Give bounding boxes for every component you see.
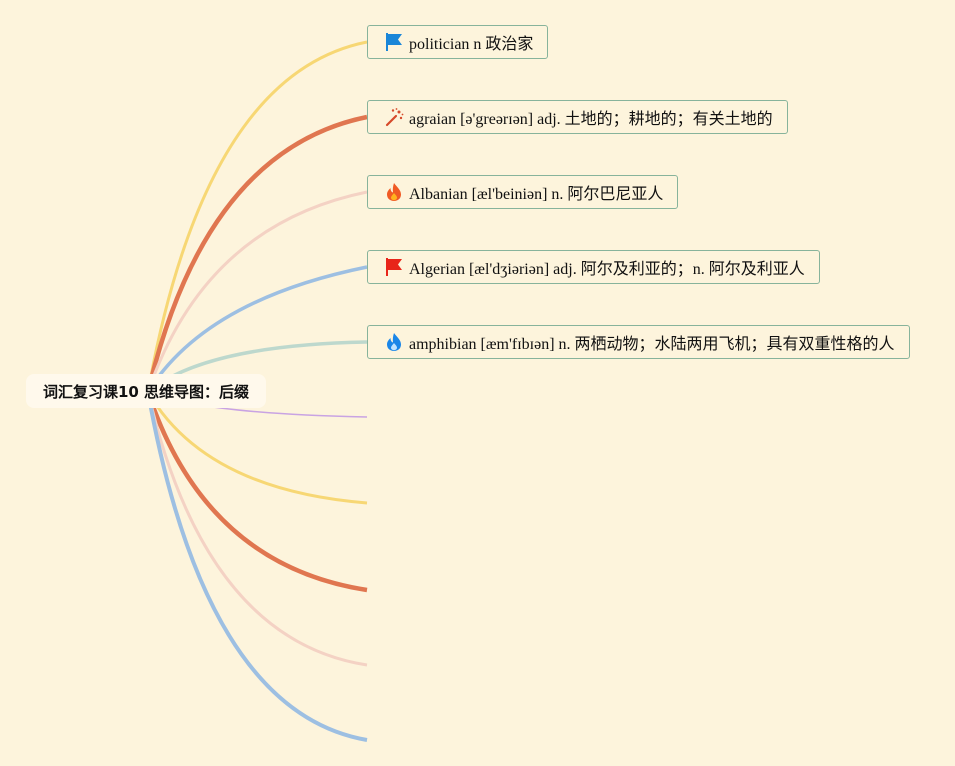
blue-fire-icon <box>387 333 401 351</box>
fire-icon <box>387 183 401 201</box>
red-flag-icon <box>386 258 402 276</box>
branch-line-algerian <box>146 265 368 393</box>
branch-line-empty-2 <box>146 391 368 505</box>
topic-algerian-text: Algerian [æl'dʒiəriən] adj. 阿尔及利亚的；n. 阿尔… <box>409 261 805 278</box>
root-topic[interactable]: 词汇复习课10 思维导图：后缀 <box>26 374 266 408</box>
blue-flag-icon <box>386 33 402 51</box>
branch-line-politician <box>146 40 368 393</box>
branch-line-empty-3 <box>145 391 368 593</box>
topic-amphibian[interactable]: amphibian [æm'fɪbɪən] n. 两栖动物；水陆两用飞机；具有双… <box>367 325 910 359</box>
topic-amphibian-text: amphibian [æm'fɪbɪən] n. 两栖动物；水陆两用飞机；具有双… <box>409 336 895 353</box>
topic-agraian[interactable]: agraian [ə'greərɪən] adj. 土地的；耕地的；有关土地的 <box>367 100 788 134</box>
magic-wand-icon <box>385 108 404 127</box>
topic-algerian[interactable]: Algerian [æl'dʒiəriən] adj. 阿尔及利亚的；n. 阿尔… <box>367 250 820 284</box>
topic-politician-text: politician n 政治家 <box>409 36 534 53</box>
branch-line-agraian <box>145 114 368 393</box>
topic-agraian-text: agraian [ə'greərɪən] adj. 土地的；耕地的；有关土地的 <box>409 111 773 128</box>
topic-albanian[interactable]: Albanian [æl'beiniən] n. 阿尔巴尼亚人 <box>367 175 679 209</box>
branch-line-albanian <box>146 190 368 393</box>
branch-line-empty-4 <box>146 391 368 667</box>
branch-line-empty-5 <box>146 391 368 742</box>
topic-albanian-text: Albanian [æl'beiniən] n. 阿尔巴尼亚人 <box>409 186 664 203</box>
root-topic-label: 词汇复习课10 思维导图：后缀 <box>42 382 250 401</box>
topic-politician[interactable]: politician n 政治家 <box>367 25 549 59</box>
